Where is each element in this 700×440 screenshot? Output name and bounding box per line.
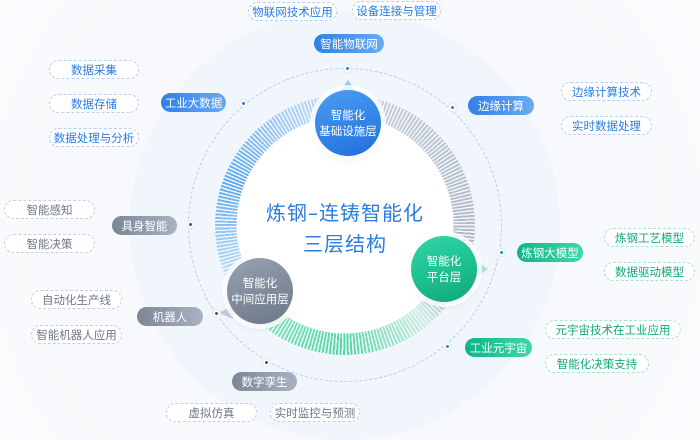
item-iot-application[interactable]: 物联网技术应用 bbox=[248, 2, 337, 21]
item-simulation[interactable]: 虚拟仿真 bbox=[166, 403, 257, 422]
orbit-dot bbox=[498, 249, 505, 256]
node-embodied-ai[interactable]: 具身智能 bbox=[112, 216, 177, 235]
item-perception[interactable]: 智能感知 bbox=[4, 200, 95, 219]
layer-label: 基础设施层 bbox=[319, 124, 377, 138]
layer-label: 平台层 bbox=[426, 270, 462, 284]
item-decision-support[interactable]: 智能化决策支持 bbox=[545, 354, 649, 373]
platform-pointer bbox=[474, 259, 488, 279]
orbit-dot bbox=[213, 310, 220, 317]
layer-label: 中间应用层 bbox=[231, 292, 289, 306]
item-edge-tech[interactable]: 边缘计算技术 bbox=[561, 82, 652, 101]
node-industrial-metaverse[interactable]: 工业元宇宙 bbox=[465, 338, 532, 357]
item-data-driven-model[interactable]: 数据驱动模型 bbox=[604, 262, 695, 281]
orbit-dot bbox=[444, 343, 451, 350]
middle-pointer bbox=[218, 305, 234, 319]
item-data-storage[interactable]: 数据存储 bbox=[49, 94, 139, 113]
item-automation-line[interactable]: 自动化生产线 bbox=[31, 290, 122, 309]
layer-base[interactable]: 智能化基础设施层 bbox=[315, 90, 381, 156]
item-metaverse-application[interactable]: 元宇宙技术在工业应用 bbox=[545, 320, 681, 339]
orbit-dot bbox=[344, 65, 351, 72]
layer-label: 智能化 bbox=[330, 108, 366, 122]
item-monitoring[interactable]: 实时监控与预测 bbox=[270, 403, 360, 422]
orbit-dot bbox=[263, 359, 270, 366]
orbit-dot bbox=[449, 104, 456, 111]
node-steel-model[interactable]: 炼钢大模型 bbox=[517, 243, 583, 262]
node-iot[interactable]: 智能物联网 bbox=[314, 34, 384, 53]
diagram-title-line2: 三层结构 bbox=[303, 232, 387, 256]
item-device-management[interactable]: 设备连接与管理 bbox=[352, 1, 441, 20]
item-data-analysis[interactable]: 数据处理与分析 bbox=[49, 128, 139, 147]
orbit-dot bbox=[187, 221, 194, 228]
item-process-model[interactable]: 炼钢工艺模型 bbox=[604, 228, 695, 247]
item-data-collection[interactable]: 数据采集 bbox=[49, 60, 139, 79]
layer-label: 智能化 bbox=[242, 276, 278, 290]
item-robot-application[interactable]: 智能机器人应用 bbox=[31, 325, 122, 344]
orbit-dot bbox=[240, 100, 247, 107]
layer-middle[interactable]: 智能化中间应用层 bbox=[227, 258, 293, 324]
item-realtime-processing[interactable]: 实时数据处理 bbox=[561, 116, 652, 135]
node-edge-computing[interactable]: 边缘计算 bbox=[468, 96, 534, 115]
item-decision[interactable]: 智能决策 bbox=[4, 234, 95, 253]
layer-label: 智能化 bbox=[426, 254, 462, 268]
node-industrial-bigdata[interactable]: 工业大数据 bbox=[161, 93, 226, 112]
diagram-title-line1: 炼钢–连铸智能化 bbox=[266, 201, 424, 225]
node-digital-twin[interactable]: 数字孪生 bbox=[232, 372, 297, 391]
node-robot[interactable]: 机器人 bbox=[137, 307, 203, 326]
layer-platform[interactable]: 智能化平台层 bbox=[411, 236, 477, 302]
